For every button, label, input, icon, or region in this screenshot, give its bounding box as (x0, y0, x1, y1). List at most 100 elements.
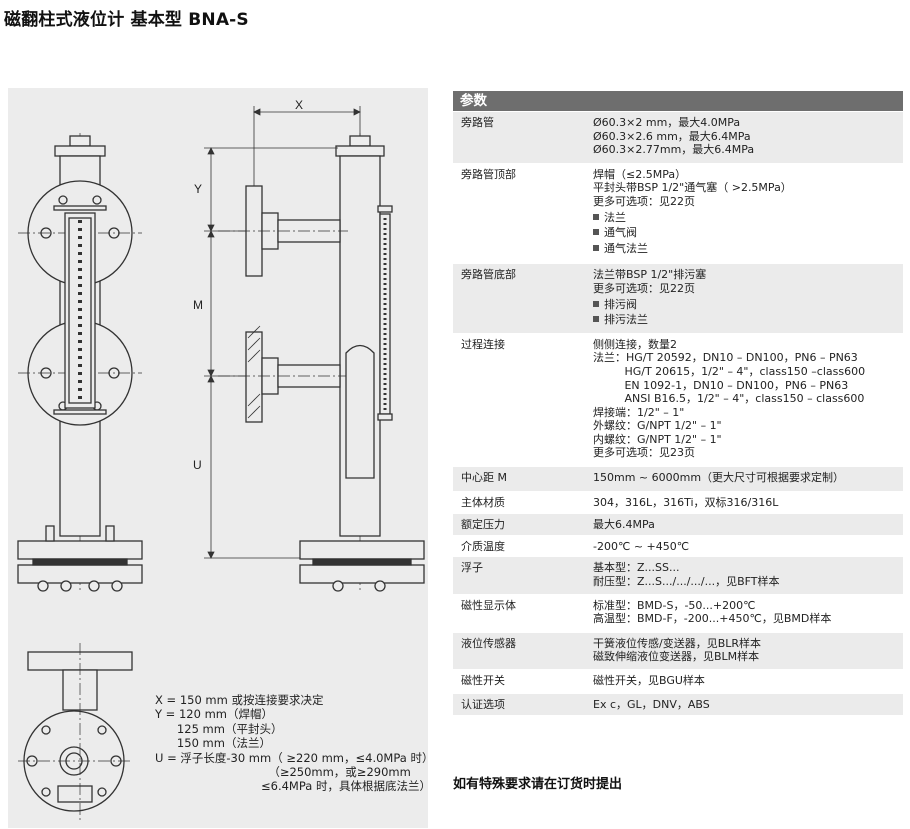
bullet-item: 排污阀 (593, 298, 903, 312)
table-row: 浮子基本型：Z...SS...耐压型：Z...S.../.../.../...，… (453, 557, 903, 595)
value-text: 高温型：BMD-F，-200...+450℃，见BMD样本 (593, 612, 832, 626)
row-divider (453, 513, 903, 515)
value-text: Ø60.3×2.77mm，最大6.4MPa (593, 143, 755, 157)
row-label: 主体材质 (461, 495, 505, 509)
dim-label-m: M (193, 298, 203, 312)
row-label: 额定压力 (461, 518, 505, 532)
row-label: 磁性开关 (461, 674, 505, 687)
row-values: Ex c，GL，DNV，ABS (593, 694, 903, 717)
dim-label-y: Y (194, 182, 202, 196)
table-row: 旁路管底部法兰带BSP 1/2"排污塞更多可选项：见22页排污阀排污法兰 (453, 264, 903, 334)
value-line: Ex c，GL，DNV，ABS (593, 698, 903, 712)
row-divider (453, 332, 903, 334)
value-text: 干簧液位传感/变送器，见BLR样本 (593, 636, 762, 650)
bullet-item: 通气阀 (593, 226, 903, 240)
value-text: 通气法兰 (604, 241, 648, 255)
note-line: Y = 120 mm（焊帽） (155, 707, 273, 722)
row-label: 旁路管 (461, 116, 494, 129)
value-line: 更多可选项：见23页 (593, 446, 903, 460)
row-divider (453, 490, 903, 492)
note-line: 125 mm（平封头） (155, 721, 283, 736)
value-line: 304，316L，316Ti，双标316/316L (593, 496, 903, 510)
value-line: 更多可选项：见22页 (593, 195, 903, 209)
value-line: 高温型：BMD-F，-200...+450℃，见BMD样本 (593, 612, 903, 626)
row-values: 磁性开关，见BGU样本 (593, 670, 903, 694)
dimension-lines (204, 106, 361, 559)
value-line: 侧侧连接，数量2 (593, 338, 903, 352)
value-text: -200℃ ~ +450℃ (593, 539, 690, 553)
value-text: 标准型：BMD-S，-50...+200℃ (593, 598, 756, 612)
row-label: 旁路管底部 (461, 268, 516, 282)
value-text: 平封头带BSP 1/2"通气塞（ >2.5MPa） (593, 181, 792, 195)
value-line: 基本型：Z...SS... (593, 561, 903, 575)
value-text: 排污阀 (604, 297, 637, 311)
value-line: Ø60.3×2 mm，最大4.0MPa (593, 116, 903, 130)
value-line: Ø60.3×2.77mm，最大6.4MPa (593, 143, 903, 157)
dim-label-x: X (295, 98, 303, 112)
value-line: 法兰带BSP 1/2"排污塞 (593, 268, 903, 282)
square-bullet-icon (593, 316, 599, 323)
value-text: 法兰 (604, 210, 626, 224)
value-text: 磁致伸缩液位变送器，见BLM样本 (593, 650, 760, 664)
value-text: 150mm ~ 6000mm（更大尺寸可根据要求定制） (593, 471, 845, 485)
value-line: ANSI B16.5，1/2" – 4"，class150 – class600 (593, 392, 903, 406)
row-label: 中心距 M (461, 471, 507, 485)
row-values: 干簧液位传感/变送器，见BLR样本磁致伸缩液位变送器，见BLM样本 (593, 633, 903, 670)
note-line: （≥250mm，或≥290mm (155, 765, 411, 780)
row-label: 液位传感器 (461, 636, 516, 650)
note-line: U = 浮子长度-30 mm（ ≥220 mm，≤4.0MPa 时） (155, 750, 434, 765)
value-text: 法兰带BSP 1/2"排污塞 (593, 268, 707, 282)
table-header: 参数 (453, 91, 903, 111)
value-text: 更多可选项：见22页 (593, 281, 695, 295)
value-text: 最大6.4MPa (593, 518, 655, 532)
value-text: 基本型：Z...SS... (593, 561, 680, 575)
value-text: 侧侧连接，数量2 (593, 337, 677, 351)
value-line: 150mm ~ 6000mm（更大尺寸可根据要求定制） (593, 471, 903, 485)
value-line: 最大6.4MPa (593, 518, 903, 532)
value-text: ANSI B16.5，1/2" – 4"，class150 – class600 (593, 392, 865, 406)
table-row: 认证选项 Ex c，GL，DNV，ABS (453, 693, 903, 717)
value-text: 更多可选项：见22页 (593, 194, 695, 208)
row-label: 过程连接 (461, 337, 505, 351)
value-line: 耐压型：Z...S.../.../.../...，见BFT样本 (593, 575, 903, 589)
value-text: 通气阀 (604, 226, 637, 240)
square-bullet-icon (593, 244, 599, 251)
row-values: 150mm ~ 6000mm（更大尺寸可根据要求定制） (593, 467, 903, 492)
table-row: 主体材质 304，316L，316Ti，双标316/316L (453, 492, 903, 515)
top-view (18, 643, 133, 823)
value-text: Ex c，GL，DNV，ABS (593, 697, 710, 711)
row-values: 焊帽（≤2.5MPa）平封头带BSP 1/2"通气塞（ >2.5MPa）更多可选… (593, 164, 903, 265)
row-label: 介质温度 (461, 539, 505, 553)
row-divider (453, 669, 903, 670)
row-label: 磁性显示体 (461, 598, 516, 612)
table-row: 旁路管顶部 焊帽（≤2.5MPa）平封头带BSP 1/2"通气塞（ >2.5MPa… (453, 164, 903, 265)
dim-label-u: U (193, 458, 202, 472)
square-bullet-icon (593, 300, 599, 307)
row-label: 旁路管顶部 (461, 167, 516, 181)
row-values: -200℃ ~ +450℃ (593, 536, 903, 558)
table-row: 中心距 M 150mm ~ 6000mm（更大尺寸可根据要求定制） (453, 467, 903, 492)
row-divider (453, 593, 903, 595)
value-text: 焊帽（≤2.5MPa） (593, 167, 687, 181)
row-values: 法兰带BSP 1/2"排污塞更多可选项：见22页排污阀排污法兰 (593, 264, 903, 333)
bullet-item: 通气法兰 (593, 242, 903, 256)
value-text: 更多可选项：见23页 (593, 446, 695, 460)
value-line: 焊接端：1/2" – 1" (593, 406, 903, 420)
dimension-drawing: X Y M U (17, 98, 425, 823)
value-line: 平封头带BSP 1/2"通气塞（ >2.5MPa） (593, 181, 903, 195)
square-bullet-icon (593, 213, 599, 220)
row-values: 304，316L，316Ti，双标316/316L (593, 492, 903, 515)
bullet-item: 法兰 (593, 211, 903, 225)
value-line: Ø60.3×2.6 mm，最大6.4MPa (593, 130, 903, 144)
value-line: 内螺纹：G/NPT 1/2" – 1" (593, 433, 903, 447)
value-text: 法兰：HG/T 20592，DN10 – DN100，PN6 – PN63 (593, 351, 858, 365)
row-divider (453, 162, 903, 164)
value-line: 标准型：BMD-S，-50...+200℃ (593, 599, 903, 613)
value-line: HG/T 20615，1/2" – 4"，class150 –class600 (593, 365, 903, 379)
row-label: 认证选项 (461, 697, 505, 711)
value-text: 304，316L，316Ti，双标316/316L (593, 495, 779, 509)
value-line: 干簧液位传感/变送器，见BLR样本 (593, 637, 903, 651)
